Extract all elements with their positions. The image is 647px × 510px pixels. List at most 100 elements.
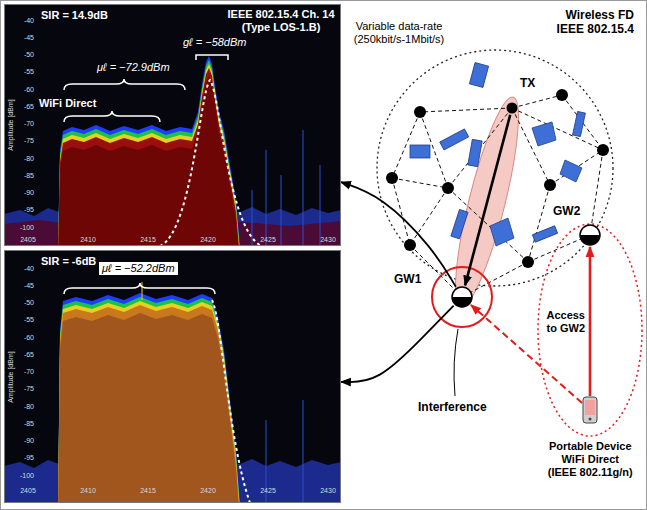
tick-label: 2415 [133, 486, 163, 495]
tick-label: -45 [12, 281, 34, 290]
spectrum-spike [266, 150, 267, 246]
bracket [196, 55, 228, 60]
gateway-symbol [452, 297, 472, 307]
mesh-link [410, 188, 448, 245]
mesh-link [562, 95, 603, 150]
tick-label: -75 [12, 384, 34, 393]
tick-label: 2420 [193, 486, 223, 495]
mesh-link [550, 150, 603, 185]
transmitter-node-outline [506, 102, 518, 114]
node-dot [507, 103, 518, 114]
tick-label: -55 [12, 315, 34, 324]
spectrum-plot [4, 4, 341, 246]
node-text: GW2 [553, 204, 580, 218]
spectrum-panel: SIR = -6dBμℓ = −52.2dBm [4, 250, 341, 503]
mesh-link [512, 108, 550, 185]
data-link [341, 182, 456, 287]
mesh-link [410, 245, 462, 297]
portable-device: Portable Device WiFi Direct (IEEE 802.11… [582, 396, 598, 424]
obstacle [573, 111, 586, 136]
sensor-dot [414, 106, 426, 118]
tick-label: -95 [12, 205, 34, 214]
spectrum-spike [252, 190, 253, 246]
tick-label: -85 [12, 419, 34, 428]
spectrum-spike [303, 130, 304, 246]
spectrum-plot [4, 250, 341, 503]
tick-label: -50 [12, 298, 34, 307]
sensor-dot [522, 256, 534, 268]
tick-label: 2420 [193, 235, 223, 244]
tick-label: 2410 [73, 235, 103, 244]
tick-label: 2430 [313, 486, 343, 495]
leader-line [454, 329, 458, 396]
tick-label: -80 [12, 154, 34, 163]
callout-label: Interference [418, 400, 487, 414]
tick-label: -40 [12, 264, 34, 273]
tick-label: -90 [12, 436, 34, 445]
sensor-dot [404, 239, 416, 251]
portable-device-outline [582, 396, 598, 424]
access-zone [538, 224, 642, 436]
tick-label: -65 [12, 350, 34, 359]
node-text: SIR = -6dB [41, 255, 96, 268]
brace [64, 79, 185, 90]
tick-label: -100 [12, 223, 34, 232]
gateway-symbol [452, 287, 472, 307]
node-text: μℓ = −72.9dBm [97, 61, 170, 74]
edge-label: Access to GW2 [541, 309, 585, 335]
tick-label: 2410 [73, 486, 103, 495]
sensor-dot [544, 179, 556, 191]
gateway-node-outline [451, 286, 473, 308]
obstacle [532, 226, 557, 242]
axis-title: Amplitude [dBm] [6, 99, 15, 150]
sensor-dot [442, 182, 454, 194]
data-link [465, 115, 510, 286]
node-text: Portable Device WiFi Direct (IEEE 802.11… [547, 440, 635, 479]
tick-label: 2415 [133, 235, 163, 244]
obstacle [469, 63, 488, 88]
sensor-dot [556, 89, 568, 101]
tick-label: 2430 [313, 235, 343, 244]
gateway-node: GW2 [579, 224, 601, 246]
tick-label: 2405 [13, 235, 43, 244]
phone-screen [585, 400, 595, 415]
tick-label: -45 [12, 33, 34, 42]
tick-label: -80 [12, 402, 34, 411]
node-text: GW1 [394, 272, 421, 286]
mesh-link [392, 178, 448, 188]
node-text: WiFi Direct [39, 97, 96, 110]
spectrum-spike [281, 175, 282, 246]
obstacle [410, 145, 430, 158]
node-text: IEEE 802.15.4 Ch. 14 (Type LOS-1.B) [225, 8, 337, 34]
obstacle [490, 218, 514, 246]
node-text: SIR = 14.9dB [41, 9, 108, 22]
brace [64, 111, 160, 122]
tick-label: 2425 [253, 486, 283, 495]
mesh-link [590, 150, 603, 235]
spectrum-spike [142, 282, 143, 300]
tick-label: -70 [12, 367, 34, 376]
sensor-dot [597, 144, 609, 156]
link-zone [443, 93, 530, 311]
mesh-link [462, 262, 528, 297]
tick-label: -75 [12, 136, 34, 145]
data-link [341, 306, 454, 382]
tick-label: -95 [12, 453, 34, 462]
annotation: Variable data-rate (250kbit/s-1Mbit/s) [352, 20, 446, 46]
sensor-nodes [386, 89, 609, 268]
obstacle [560, 160, 582, 182]
wifi-link [589, 247, 592, 396]
obstacle [468, 139, 482, 166]
mesh-link [512, 95, 562, 108]
tick-label: -100 [12, 471, 34, 480]
mesh-link [528, 185, 550, 262]
gateway-node-outline [579, 224, 601, 246]
obstacle [532, 122, 556, 146]
spectrum-spike [320, 165, 321, 246]
tick-label: 2425 [253, 235, 283, 244]
network-title: Wireless FD IEEE 802.15.4 [552, 8, 634, 36]
fit-curve [212, 300, 250, 503]
gateway-node: GW1 [451, 286, 473, 308]
